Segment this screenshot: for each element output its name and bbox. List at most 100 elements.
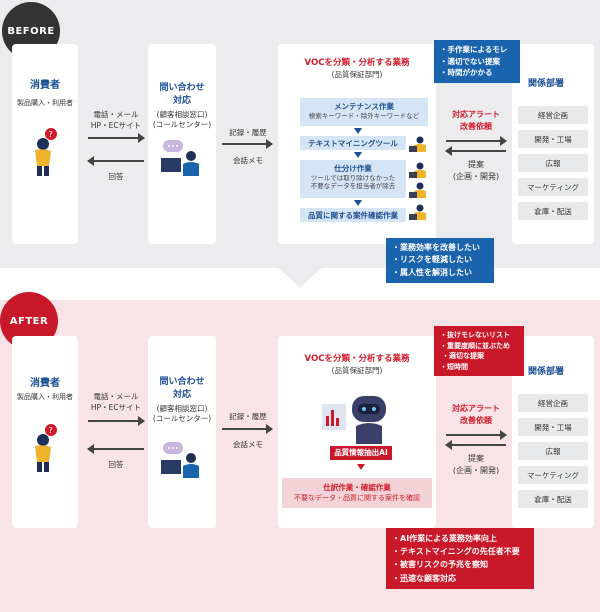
callout-item: 属人性を解消したい — [392, 267, 488, 279]
callout-item: 抜けモレないリスト — [440, 330, 518, 341]
step-sorting: 仕分け作業 ツールでは取り除けなかった 不要なデータを担当者が除去 — [300, 160, 406, 198]
proposal-label-1: 提案 — [468, 454, 484, 463]
proposal-arrow — [445, 146, 506, 156]
callout-item: 手作業によるモレ — [440, 44, 514, 56]
record-label: 記録・履歴 — [229, 412, 267, 421]
step-quality-check: 品質に関する案件確認作業 — [300, 208, 406, 222]
step-arrow-2 — [354, 152, 362, 158]
step-text-mining-title: テキストマイニングツール — [308, 139, 398, 148]
voc-title: VOCを分類・分析する業務 — [304, 58, 410, 68]
worker-at-laptop-icon — [409, 182, 426, 198]
inquiry-sub-1: (顧客相談窓口) — [156, 404, 208, 413]
alert-arrow — [446, 136, 507, 146]
record-label: 記録・履歴 — [229, 128, 267, 137]
callout-item: AI作業による業務効率向上 — [392, 532, 528, 545]
worker-at-laptop-icon — [409, 136, 426, 152]
dept-item: 経営企画 — [518, 394, 588, 412]
alert-label-1: 対応アラート — [452, 110, 500, 119]
after-results-callout: AI作業による業務効率向上 テキストマイニングの先任者不要 被害リスクの予兆を察… — [386, 528, 534, 589]
callout-item: 適切でない提案 — [440, 56, 514, 68]
depts-title: 関係部署 — [528, 367, 565, 377]
proposal-label-2: (企画・開発) — [452, 466, 500, 475]
depts-title: 関係部署 — [528, 79, 565, 89]
memo-label: 会話メモ — [233, 156, 263, 165]
consumer-subtitle: 製品購入・利用者 — [17, 99, 73, 107]
dept-item: 広報 — [518, 442, 588, 460]
step-maintenance: メンテナンス作業 検索キーワード・除外キーワードなど — [300, 98, 428, 126]
step-sorting-sub-2: 不要なデータを担当者が除去 — [310, 182, 396, 191]
step-arrow-1 — [354, 128, 362, 134]
inquiry-title-1: 問い合わせ — [159, 83, 205, 93]
inquiry-title-2: 対応 — [172, 390, 191, 400]
operator-at-computer-icon — [161, 442, 199, 479]
voc-subtitle: (品質保証部門) — [331, 70, 383, 79]
after-benefits-callout: 抜けモレないリスト 重要度順に並ぶため 適切な提案 短時間 — [434, 326, 524, 376]
reply-arrow — [87, 156, 144, 166]
callout-item: 時間がかかる — [440, 67, 514, 79]
reply-label: 回答 — [108, 172, 124, 181]
channel-label-bottom: HP・ECサイト — [90, 403, 142, 412]
svg-text:?: ? — [49, 130, 53, 139]
channel-label-bottom: HP・ECサイト — [90, 121, 142, 130]
callout-item: リスクを軽減したい — [392, 254, 488, 266]
callout-item: 迅速な顧客対応 — [392, 572, 528, 585]
ai-robot-icon — [322, 396, 386, 444]
after-consumer-card: 消費者 製品購入・利用者 ? — [12, 336, 78, 528]
callout-item: 業務効率を改善したい — [392, 242, 488, 254]
step-maintenance-title: メンテナンス作業 — [334, 102, 394, 111]
dept-item: 経営企画 — [518, 106, 588, 124]
before-pointer — [276, 266, 324, 288]
step-text-mining: テキストマイニングツール — [300, 136, 406, 150]
inquiry-sub-1: (顧客相談窓口) — [156, 110, 208, 119]
ai-label: 品質情報抽出AI — [330, 446, 392, 460]
callout-item: 重要度順に並ぶため — [440, 341, 518, 352]
callout-item: 短時間 — [440, 362, 518, 373]
before-consumer-card: 消費者 製品購入・利用者 ? — [12, 44, 78, 244]
step-sorting-sub-1: ツールでは取り除けなかった — [310, 174, 396, 182]
before-depts-card: 関係部署 経営企画 開発・工場 広報 マーケティング 倉庫・配送 — [512, 44, 594, 244]
proposal-label-1: 提案 — [468, 160, 484, 169]
worker-at-laptop-icon — [409, 204, 426, 220]
record-arrow — [222, 424, 273, 434]
ai-arrow — [357, 464, 365, 470]
dept-item: 開発・工場 — [518, 418, 588, 436]
before-goals-callout: 業務効率を改善したい リスクを軽減したい 属人性を解消したい — [386, 238, 494, 284]
dept-item: マーケティング — [518, 178, 588, 196]
reply-arrow — [87, 444, 144, 454]
step-sorting-title: 仕分け作業 — [334, 164, 372, 173]
reply-label: 回答 — [108, 460, 124, 469]
before-problems-callout: 手作業によるモレ 適切でない提案 時間がかかる — [434, 40, 520, 83]
channel-label-top: 電話・メール — [93, 392, 139, 401]
inquiry-arrow — [88, 416, 145, 426]
inquiry-sub-2: (コールセンター) — [152, 120, 212, 130]
after-voc-card: VOCを分類・分析する業務 (品質保証部門) 品質情報抽出AI 仕訳作業・確認作… — [278, 336, 436, 528]
worker-at-laptop-icon — [409, 162, 426, 178]
consumer-title: 消費者 — [30, 378, 60, 389]
callout-item: 適切な提案 — [440, 351, 518, 362]
inquiry-title-2: 対応 — [172, 96, 191, 106]
inquiry-sub-2: (コールセンター) — [152, 414, 212, 424]
after-inquiry-card: 問い合わせ 対応 (顧客相談窓口) (コールセンター) — [148, 336, 216, 528]
memo-label: 会話メモ — [233, 440, 263, 449]
callout-item: 被害リスクの予兆を察知 — [392, 558, 528, 571]
person-with-question-icon: ? — [35, 424, 57, 473]
inquiry-title-1: 問い合わせ — [159, 377, 205, 387]
proposal-arrow — [445, 440, 506, 450]
channel-label-top: 電話・メール — [93, 110, 139, 119]
dept-item: マーケティング — [518, 466, 588, 484]
svg-text:?: ? — [49, 426, 53, 435]
alert-label-2: 改善依頼 — [460, 416, 492, 425]
consumer-title: 消費者 — [30, 80, 60, 91]
dept-item: 開発・工場 — [518, 130, 588, 148]
step-arrow-3 — [354, 200, 362, 206]
before-voc-card: VOCを分類・分析する業務 (品質保証部門) メンテナンス作業 検索キーワード・… — [278, 44, 436, 244]
after-depts-card: 関係部署 経営企画 開発・工場 広報 マーケティング 倉庫・配送 — [512, 336, 594, 528]
dept-item: 倉庫・配送 — [518, 202, 588, 220]
dept-item: 広報 — [518, 154, 588, 172]
result-sub: 不要なデータ・品質に関する案件を確認 — [294, 494, 420, 502]
voc-title: VOCを分類・分析する業務 — [304, 354, 410, 364]
operator-at-computer-icon — [161, 140, 199, 177]
consumer-subtitle: 製品購入・利用者 — [17, 393, 73, 401]
result-title: 仕訳作業・確認作業 — [323, 483, 391, 492]
alert-label-1: 対応アラート — [452, 404, 500, 413]
